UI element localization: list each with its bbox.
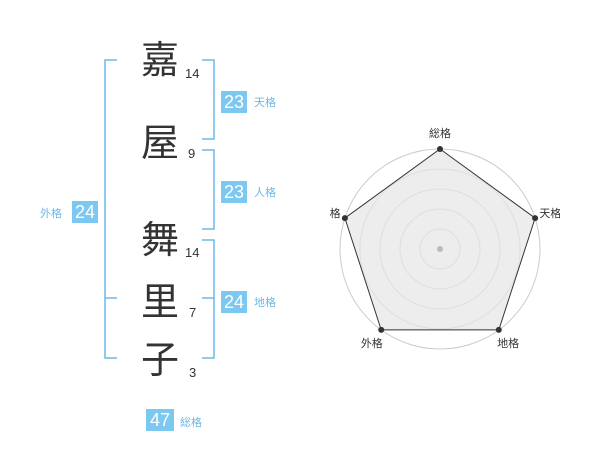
- radar-axis-label-3: 外格: [361, 336, 383, 350]
- name-char-5: 子: [140, 338, 179, 382]
- chikaku-label: 地格: [254, 296, 276, 309]
- radar-center-dot: [437, 246, 443, 252]
- jinkaku-bracket: [202, 149, 215, 230]
- tenkaku-label: 天格: [254, 96, 276, 109]
- radar-point-4: [341, 215, 348, 222]
- soukaku-label: 総格: [180, 416, 202, 429]
- chikaku-bracket: [202, 239, 215, 359]
- radar-polygon: [344, 148, 536, 331]
- tenkaku-bracket: [202, 59, 215, 140]
- gaikaku-value-box: 24: [72, 201, 98, 223]
- radar-axis-label-0: 総格: [429, 126, 451, 140]
- radar-axis-label-4: 人格: [330, 206, 341, 220]
- name-char-3: 舞: [140, 218, 179, 262]
- jinkaku-value-box: 23: [221, 181, 247, 203]
- gaikaku-label: 外格: [40, 207, 62, 220]
- chikaku-value-box: 24: [221, 291, 247, 313]
- stroke-count-4: 7: [189, 305, 197, 320]
- radar-axis-label-1: 天格: [539, 206, 560, 220]
- gaikaku-bracket: [104, 59, 117, 359]
- stroke-count-1: 14: [185, 66, 200, 81]
- name-char-2: 屋: [140, 121, 179, 165]
- radar-point-2: [495, 326, 502, 333]
- jinkaku-label: 人格: [254, 186, 276, 199]
- tenkaku-value-box: 23: [221, 91, 247, 113]
- radar-point-0: [437, 146, 443, 152]
- stroke-count-3: 14: [185, 245, 200, 260]
- soukaku-value-box: 47: [146, 409, 174, 431]
- stroke-count-2: 9: [188, 146, 196, 161]
- radar-point-3: [378, 326, 385, 333]
- radar-axis-label-2: 地格: [497, 336, 519, 350]
- name-char-4: 里: [140, 280, 179, 324]
- radar-point-1: [532, 215, 539, 222]
- stroke-count-5: 3: [189, 365, 197, 380]
- name-char-1: 嘉: [140, 38, 179, 82]
- radar-points: [341, 146, 539, 333]
